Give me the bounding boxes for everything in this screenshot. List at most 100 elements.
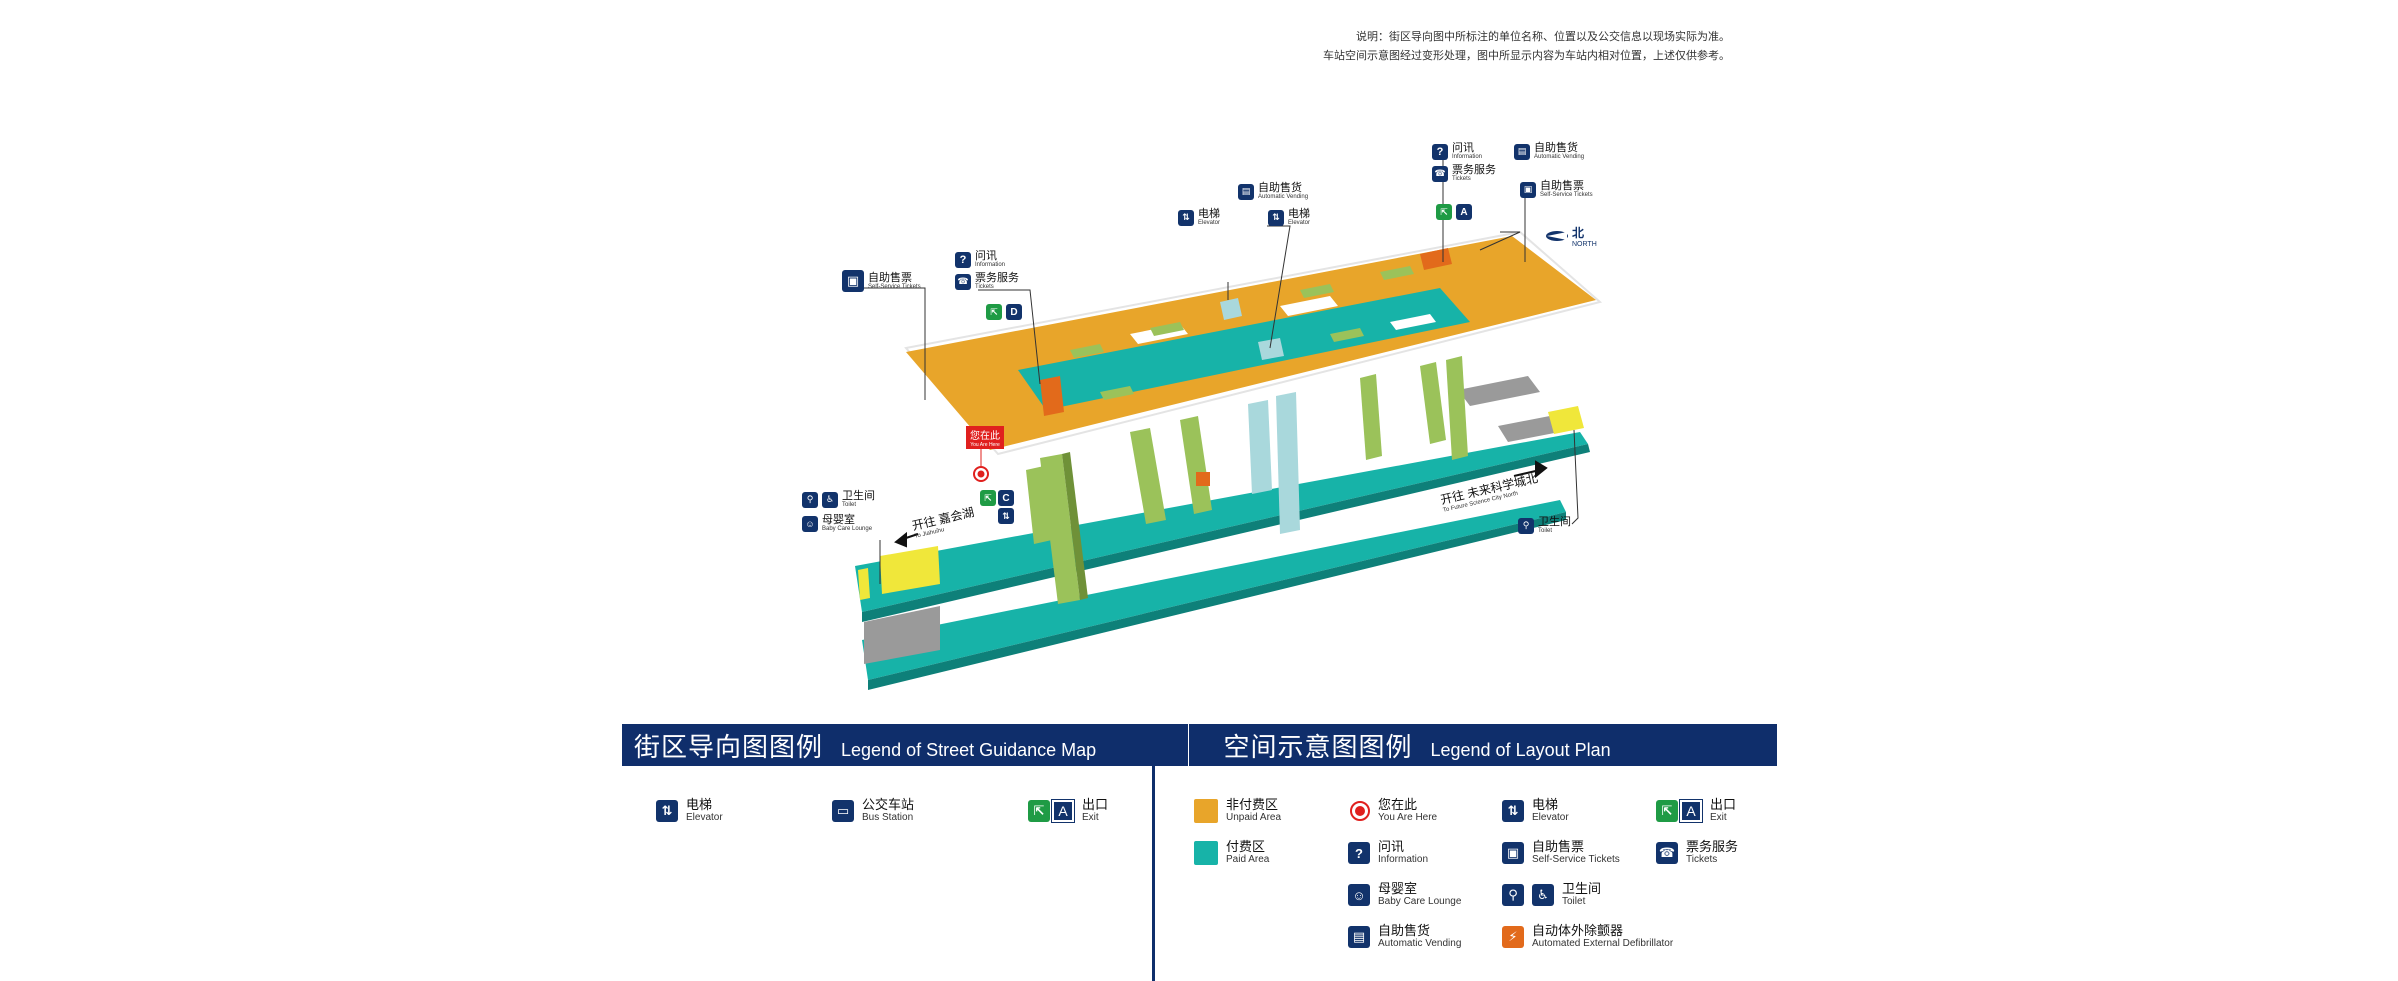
disclaimer-line-1: 说明：街区导向图中所标注的单位名称、位置以及公交信息以现场实际为准。 (1356, 31, 1730, 43)
legend-cn: 母婴室 (1378, 881, 1418, 896)
platform-upper-strip (855, 432, 1588, 612)
north-indicator: 北 NORTH (1545, 224, 1597, 248)
you-are-here-cn: 您在此 (970, 431, 1000, 442)
question-icon: ? (955, 251, 971, 268)
legend-cn: 自动体外除颤器 (1532, 923, 1624, 938)
disclaimer-line-2: 车站空间示意图经过变形处理，图中所显示内容为车站内相对位置，上述仅供参考。 (1323, 50, 1730, 62)
callout-en: Tickets (975, 284, 994, 290)
legend-en: Baby Care Lounge (1378, 896, 1462, 907)
exit-icon: ⇱ (1656, 800, 1678, 822)
legend-en: Exit (1710, 812, 1727, 823)
exit-letter-c: C (998, 490, 1014, 506)
elevator-icon: ⇅ (998, 508, 1014, 524)
you-are-here-tag: 您在此 You Are Here (966, 426, 1004, 449)
concourse-level (904, 230, 1603, 456)
callout-cn: 票务服务 (1452, 164, 1496, 176)
callout-en: Toilet (1538, 528, 1553, 534)
exit-icon: ⇱ (980, 490, 996, 506)
callout-en: Information (1452, 154, 1483, 160)
stair-columns (1026, 356, 1468, 604)
legend-en: Information (1378, 854, 1429, 865)
exit-letter-a: A (1456, 204, 1472, 220)
legend-cn: 您在此 (1378, 797, 1418, 812)
toilet-icon: ⚲ (1502, 884, 1524, 906)
exit-icon: ⇱ (1436, 204, 1452, 220)
callout-en: Elevator (1198, 220, 1221, 226)
platform-level (855, 376, 1590, 690)
legend-cn: 公交车站 (862, 797, 915, 812)
callout-exit-a: ⇱ A (1436, 204, 1472, 220)
legend-cn: 电梯 (1532, 797, 1559, 812)
legend-cn: 自助售票 (1532, 839, 1585, 854)
callout-exit-d: ⇱ D (986, 304, 1022, 320)
accessible-toilet-icon: ♿ (1532, 884, 1554, 906)
legend-cn: 问讯 (1378, 839, 1405, 854)
ticket-machine-icon: ▣ (1502, 842, 1524, 864)
you-are-here-icon (1350, 801, 1370, 821)
legend-en: Unpaid Area (1226, 812, 1282, 823)
exit-letter-d: D (1006, 304, 1022, 320)
question-icon: ? (1348, 842, 1370, 864)
callout-en: Baby Care Lounge (822, 526, 873, 532)
north-cn: 北 (1572, 226, 1585, 240)
callout-cn: 问讯 (1452, 142, 1474, 154)
callout-cn: 自助售货 (1258, 182, 1302, 194)
vending-machine-icon: ▤ (1514, 143, 1530, 160)
callout-cn: 自助售票 (868, 271, 912, 284)
legend-street-title-cn: 街区导向图图例 (634, 731, 824, 762)
legend-en: Toilet (1562, 896, 1586, 907)
ticket-office-right (1420, 248, 1452, 270)
ticket-machine-icon: ▣ (1520, 181, 1536, 198)
you-are-here-en: You Are Here (970, 442, 1000, 448)
legend-en: Automated External Defibrillator (1532, 938, 1674, 949)
elevator-icon: ⇅ (1502, 800, 1524, 822)
legend-en: Exit (1082, 812, 1099, 823)
legend-cn: 自助售货 (1378, 923, 1431, 938)
direction-arrows (894, 460, 1548, 548)
ticket-service-icon: ☎ (1432, 165, 1448, 182)
callout-cn: 电梯 (1198, 208, 1220, 220)
ticket-service-icon: ☎ (955, 273, 971, 290)
callout-cn: 卫生间 (1538, 516, 1571, 528)
callout-en: Information (975, 262, 1006, 268)
elevator-shaft (1248, 400, 1272, 494)
toilet-icon: ⚲ (802, 491, 818, 508)
north-en: NORTH (1572, 241, 1597, 248)
ticket-service-icon: ☎ (1656, 842, 1678, 864)
callout-en: Self-Service Tickets (868, 283, 921, 290)
legend-layout-title-en: Legend of Layout Plan (1430, 739, 1611, 760)
callout-cn: 自助售货 (1534, 142, 1578, 154)
ticket-machine-icon: ▣ (842, 270, 864, 292)
toilet-icon: ⚲ (1518, 517, 1534, 534)
callout-exit-c: ⇱ C ⇅ (980, 490, 1014, 524)
legend-layout-title-cn: 空间示意图图例 (1223, 731, 1413, 762)
paid-swatch (1194, 841, 1218, 865)
callout-cn: 问讯 (975, 250, 997, 262)
paid-area (1018, 288, 1470, 410)
vending-machine-icon: ▤ (1238, 183, 1254, 200)
aed-icon: ⚡ (1502, 926, 1524, 948)
callout-cn: 母婴室 (822, 514, 855, 526)
banner-divider (1187, 724, 1190, 766)
legend-banner: 街区导向图图例 Legend of Street Guidance Map 空间… (622, 724, 1777, 766)
aed-marker (1196, 472, 1210, 486)
baby-care-icon: ☺ (802, 515, 818, 532)
unpaid-swatch (1194, 799, 1218, 823)
legend-en: Elevator (1532, 812, 1569, 823)
